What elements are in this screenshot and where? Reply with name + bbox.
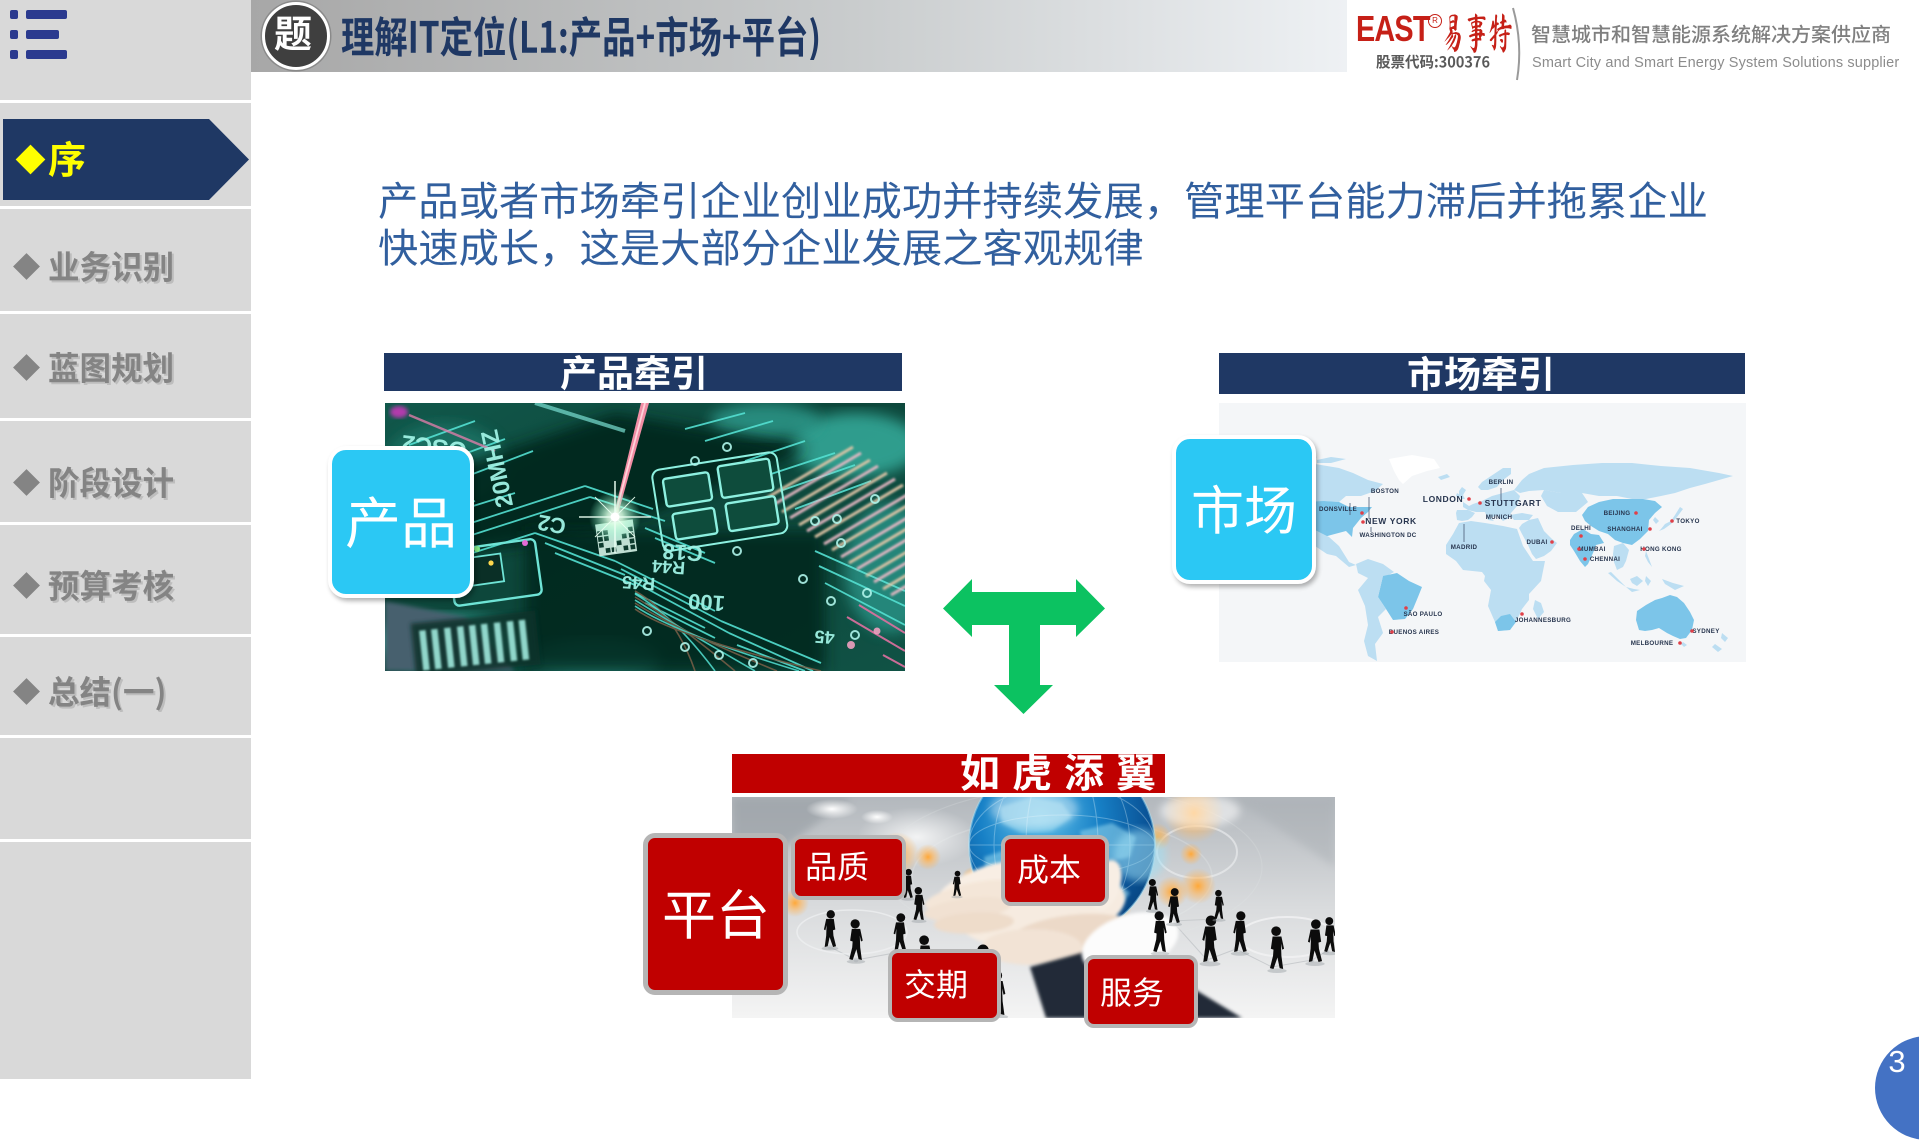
svg-text:MADRID: MADRID — [1451, 544, 1478, 551]
svg-text:WASHINGTON DC: WASHINGTON DC — [1359, 532, 1416, 539]
svg-text:DUBAI: DUBAI — [1526, 539, 1547, 546]
svg-text:NEW YORK: NEW YORK — [1365, 516, 1417, 526]
svg-text:R45: R45 — [621, 572, 655, 594]
svg-text:MELBOURNE: MELBOURNE — [1631, 640, 1674, 647]
svg-text:C2: C2 — [536, 510, 568, 540]
svg-text:LONDON: LONDON — [1423, 494, 1463, 504]
svg-text:SYDNEY: SYDNEY — [1692, 628, 1720, 635]
svg-text:DELHI: DELHI — [1571, 525, 1591, 532]
svg-text:BEIJING: BEIJING — [1604, 510, 1631, 517]
svg-text:HONG KONG: HONG KONG — [1640, 546, 1682, 553]
svg-text:100: 100 — [687, 589, 725, 617]
svg-text:STUTTGART: STUTTGART — [1485, 498, 1542, 508]
svg-text:SÃO PAULO: SÃO PAULO — [1403, 611, 1442, 618]
svg-text:BOSTON: BOSTON — [1371, 488, 1399, 495]
svg-text:CHENNAI: CHENNAI — [1590, 556, 1620, 563]
svg-text:SHANGHAI: SHANGHAI — [1607, 526, 1642, 533]
svg-text:BUENOS AIRES: BUENOS AIRES — [1389, 629, 1439, 636]
svg-text:TOKYO: TOKYO — [1676, 518, 1699, 525]
svg-text:BERLIN: BERLIN — [1489, 479, 1514, 486]
svg-text:C18: C18 — [661, 539, 703, 567]
svg-text:MUNICH: MUNICH — [1486, 514, 1513, 521]
svg-text:JOHANNESBURG: JOHANNESBURG — [1515, 617, 1571, 624]
svg-text:45: 45 — [814, 626, 835, 647]
svg-text:DONSVILLE: DONSVILLE — [1319, 506, 1357, 513]
svg-text:MUMBAI: MUMBAI — [1578, 546, 1605, 553]
svg-text:R44: R44 — [651, 556, 685, 578]
